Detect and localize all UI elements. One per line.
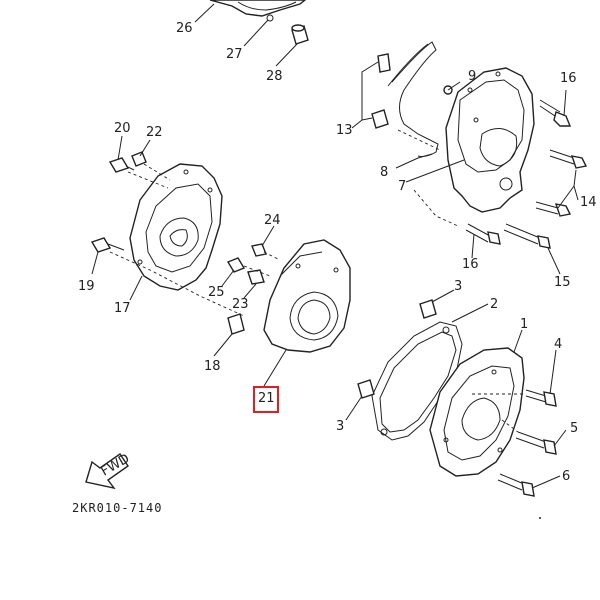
callout-28: 28 xyxy=(266,69,283,84)
highlight-box xyxy=(253,386,279,413)
callout-22: 22 xyxy=(146,125,163,140)
callout-18: 18 xyxy=(204,359,221,374)
stray-dot xyxy=(539,517,541,519)
dowel-part-18 xyxy=(227,313,245,335)
gasket-part-8 xyxy=(387,41,439,157)
callout-2: 2 xyxy=(490,297,498,312)
callout-6: 6 xyxy=(562,469,570,484)
callout-5: 5 xyxy=(570,421,578,436)
bolt-part-20 xyxy=(108,157,135,173)
callout-3-lower: 3 xyxy=(336,419,344,434)
bolt-part-6 xyxy=(497,473,535,497)
cover-part-7 xyxy=(445,67,535,213)
callout-16-upper: 16 xyxy=(560,71,577,86)
callout-15: 15 xyxy=(554,275,571,290)
bolt-part-23 xyxy=(247,269,265,285)
callout-13: 13 xyxy=(336,123,353,138)
callout-14: 14 xyxy=(580,195,597,210)
bolt-part-15 xyxy=(503,223,551,249)
callout-23: 23 xyxy=(232,297,249,312)
callout-21: 21 xyxy=(258,391,275,406)
callout-16-lower: 16 xyxy=(462,257,479,272)
dowel-part-13-lower xyxy=(371,109,389,129)
top-cover-fragment xyxy=(209,0,307,22)
bolt-part-25 xyxy=(226,257,246,273)
callout-4: 4 xyxy=(554,337,562,352)
callout-9: 9 xyxy=(468,69,476,84)
bush-part-28 xyxy=(291,24,309,45)
diagram-code: 2KR010-7140 xyxy=(72,501,162,515)
bolt-part-4 xyxy=(525,389,557,407)
cover-part-21 xyxy=(263,239,351,353)
dowel-part-3-lower xyxy=(357,379,375,399)
fwd-arrow-icon: FWD xyxy=(85,451,132,490)
bolt-part-24 xyxy=(251,243,267,257)
dowel-part-3-upper xyxy=(419,299,437,319)
callout-20: 20 xyxy=(114,121,131,136)
cover-part-17 xyxy=(129,163,223,291)
callout-3-upper: 3 xyxy=(454,279,462,294)
callout-7: 7 xyxy=(398,179,406,194)
callout-19: 19 xyxy=(78,279,95,294)
callout-17: 17 xyxy=(114,301,131,316)
bolt-part-22 xyxy=(131,151,147,167)
callout-24: 24 xyxy=(264,213,281,228)
callout-27: 27 xyxy=(226,47,243,62)
bolt-part-19 xyxy=(90,237,125,253)
bolt-part-16-lower xyxy=(465,223,501,245)
bolt-part-5 xyxy=(515,431,557,455)
callout-8: 8 xyxy=(380,165,388,180)
bolt-part-14 xyxy=(535,149,588,217)
cover-part-1 xyxy=(429,347,525,477)
callout-1: 1 xyxy=(520,317,528,332)
callout-26: 26 xyxy=(176,21,193,36)
dowel-part-13-upper xyxy=(377,53,391,73)
bolt-part-16-upper xyxy=(539,99,572,127)
callout-25: 25 xyxy=(208,285,225,300)
